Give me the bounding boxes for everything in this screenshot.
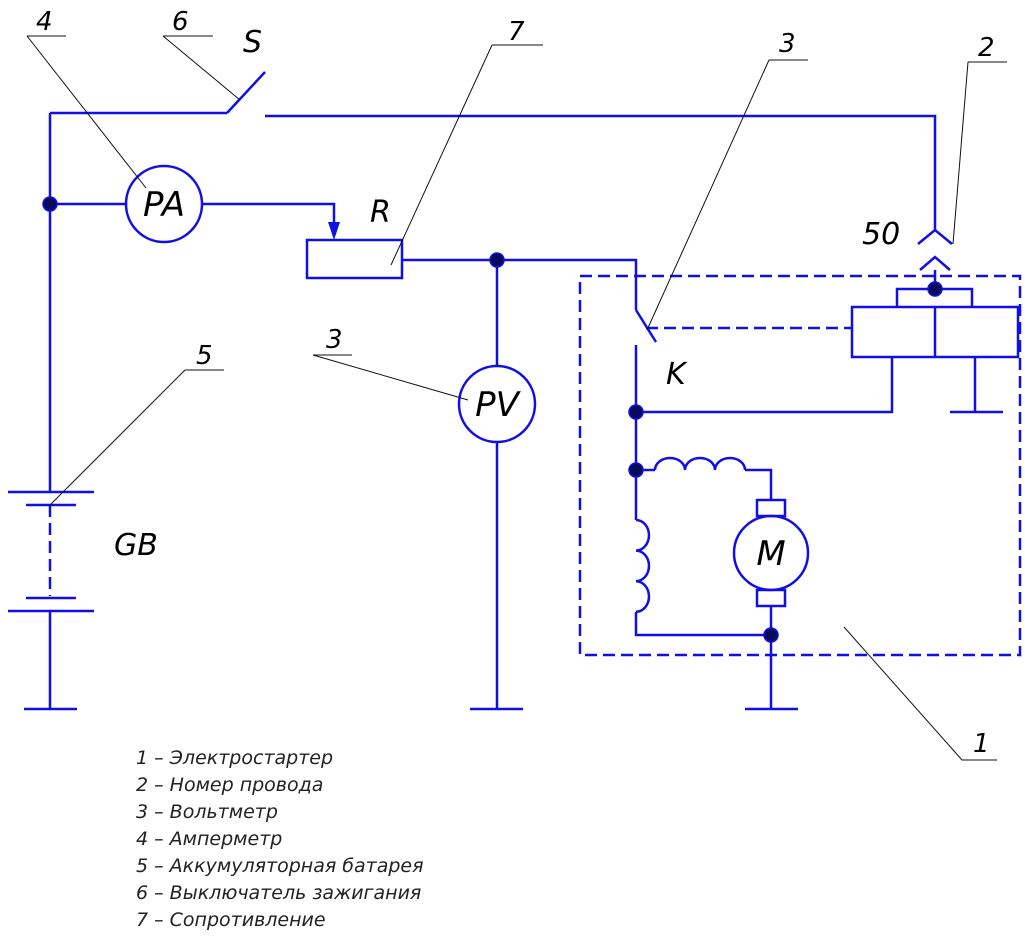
switch-designator: S [243, 25, 262, 60]
callout-3-left-leader [312, 354, 469, 401]
junction-dot [628, 404, 644, 420]
voltmeter-label: PV [475, 385, 522, 425]
junction-dot [489, 252, 505, 268]
junction-dot [628, 462, 644, 478]
switch-to-terminal-wire [265, 114, 937, 230]
starter-unit: M [578, 228, 1022, 657]
junctions [42, 196, 943, 643]
wires [48, 111, 977, 709]
motor-brush-bottom [755, 588, 787, 608]
resistor-body [305, 238, 404, 280]
ammeter-circle [124, 164, 204, 244]
ignition-switch [226, 71, 266, 114]
terminal-socket-icon [917, 228, 953, 245]
callout-3-top-leader [646, 59, 808, 331]
ammeter-right-wire [203, 202, 336, 232]
callout-1-leader [843, 626, 997, 761]
legend-item: 7 – Сопротивление [136, 909, 326, 931]
wire-number-label: 50 [862, 217, 900, 252]
motor-label: M [756, 534, 785, 574]
callout-5-number: 5 [196, 341, 213, 371]
callout-5-leader [49, 369, 224, 506]
resistor-arrow-icon [328, 222, 340, 240]
callout-7-number: 7 [508, 17, 525, 47]
battery-designator: GB [114, 528, 158, 563]
callouts: 6 4 7 3 2 3 5 1 [26, 7, 1007, 761]
ammeter: PA [124, 164, 204, 244]
series-field-coil [653, 456, 747, 471]
callout-6-leader [162, 35, 241, 101]
callout-4-leader [26, 35, 147, 189]
legend: 1 – Электростартер 2 – Номер провода 3 –… [136, 747, 424, 931]
resistor [305, 222, 404, 280]
grounds [24, 410, 1003, 711]
callout-3-top-number: 3 [779, 29, 796, 59]
callout-7-leader [390, 44, 543, 266]
junction-dot [763, 627, 779, 643]
motor-circle [732, 514, 810, 592]
resistor-designator: R [370, 195, 391, 230]
legend-item: 6 – Выключатель зажигания [136, 882, 421, 904]
callout-3-left-number: 3 [326, 325, 343, 355]
field-bottom-wire [634, 612, 771, 637]
callout-2-leader [952, 61, 1007, 245]
callout-6-number: 6 [172, 7, 189, 37]
legend-item: 3 – Вольтметр [136, 801, 278, 823]
ammeter-label: PA [143, 185, 185, 225]
resistor-output-wire [402, 258, 638, 310]
callout-1-number: 1 [973, 729, 990, 759]
callout-2-number: 2 [978, 33, 995, 63]
contact-blade [634, 309, 658, 343]
legend-item: 4 – Амперметр [136, 828, 282, 850]
contact-designator: K [666, 357, 688, 392]
legend-item: 2 – Номер провода [136, 774, 323, 796]
legend-item: 5 – Аккумуляторная батарея [136, 855, 424, 877]
shunt-field-coil [635, 518, 651, 614]
contact-to-solenoid-wire [636, 357, 894, 414]
legend-item: 1 – Электростартер [136, 747, 333, 769]
junction-dot [927, 281, 943, 297]
motor-brush-top [755, 498, 787, 518]
voltmeter-circle [457, 364, 537, 444]
starter-dashed-border [578, 274, 1022, 657]
designators: S R GB K 50 [114, 25, 900, 563]
battery [8, 490, 94, 709]
junction-dot [42, 196, 58, 212]
callout-4-number: 4 [36, 7, 53, 37]
motor-top-wire [745, 468, 773, 500]
voltmeter: PV [457, 364, 537, 444]
switch-blade [226, 71, 266, 114]
